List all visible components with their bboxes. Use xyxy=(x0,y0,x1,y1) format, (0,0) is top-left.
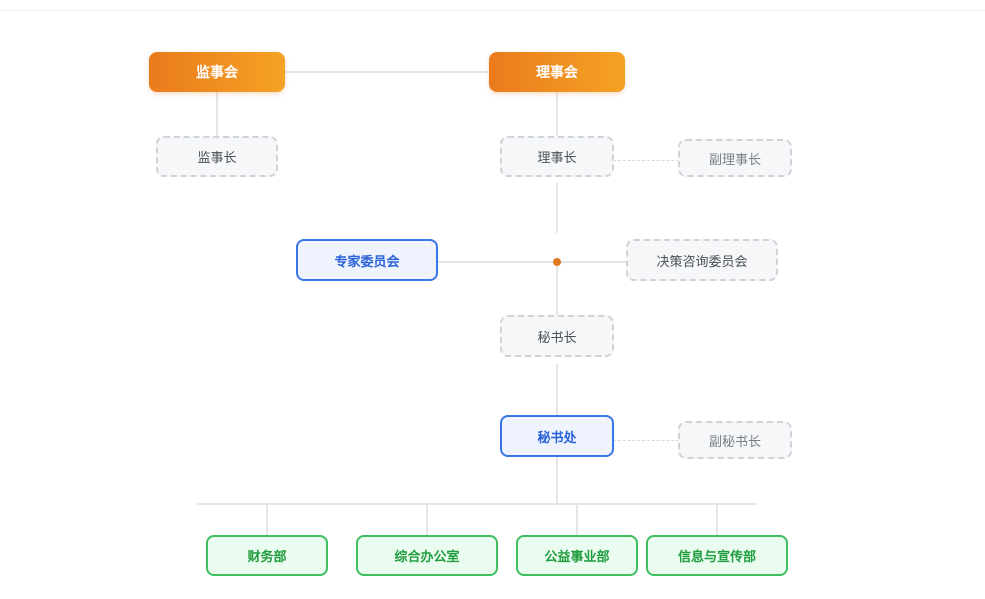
connector-secretariat-to-bus xyxy=(556,456,558,504)
department-finance-node[interactable]: 财务部 xyxy=(206,535,328,576)
top-divider xyxy=(0,10,985,11)
junction-dot xyxy=(553,258,561,266)
department-public-welfare-node[interactable]: 公益事业部 xyxy=(516,535,638,576)
connector-supervisory-council xyxy=(285,71,489,73)
advisory-committee-node[interactable]: 决策咨询委员会 xyxy=(626,239,778,281)
connector-secretariat-to-deputy xyxy=(613,440,679,441)
connector-council-to-chairman xyxy=(556,91,558,136)
supervisory-board-node[interactable]: 监事会 xyxy=(149,52,285,92)
council-node[interactable]: 理事会 xyxy=(489,52,625,92)
connector-supervisory-to-chief xyxy=(216,91,218,136)
connector-dept-4 xyxy=(716,504,718,536)
department-general-office-node[interactable]: 综合办公室 xyxy=(356,535,498,576)
deputy-secretary-general-node[interactable]: 副秘书长 xyxy=(678,421,792,459)
connector-junction-to-secretary xyxy=(556,262,558,316)
connector-expert-to-advisory xyxy=(437,261,627,263)
secretary-general-node[interactable]: 秘书长 xyxy=(500,315,614,357)
connector-dept-1 xyxy=(266,504,268,536)
connector-secretary-to-secretariat xyxy=(556,364,558,416)
vice-chairman-node[interactable]: 副理事长 xyxy=(678,139,792,177)
connector-dept-3 xyxy=(576,504,578,536)
chief-supervisor-node[interactable]: 监事长 xyxy=(156,136,278,177)
expert-committee-node[interactable]: 专家委员会 xyxy=(296,239,438,281)
connector-dept-2 xyxy=(426,504,428,536)
connector-chairman-to-junction xyxy=(556,183,558,233)
secretariat-node[interactable]: 秘书处 xyxy=(500,415,614,457)
department-information-publicity-node[interactable]: 信息与宣传部 xyxy=(646,535,788,576)
chairman-node[interactable]: 理事长 xyxy=(500,136,614,177)
department-bus xyxy=(197,503,757,505)
connector-chairman-to-vice xyxy=(613,160,679,161)
